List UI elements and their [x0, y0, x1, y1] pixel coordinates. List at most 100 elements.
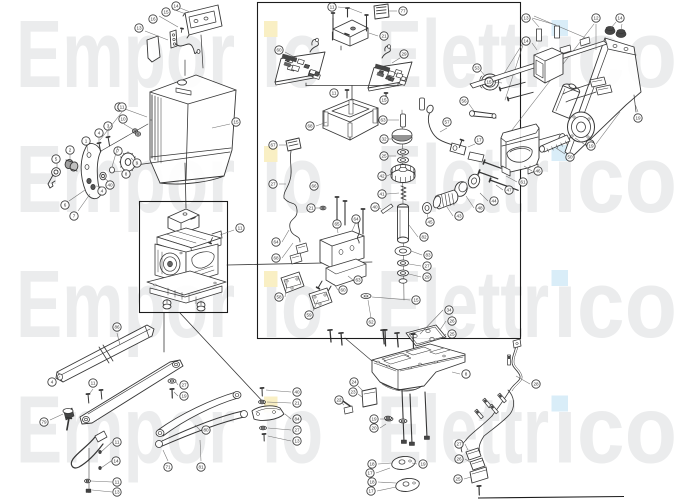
svg-text:11: 11 — [332, 91, 337, 96]
svg-text:6: 6 — [64, 203, 67, 208]
svg-text:48: 48 — [477, 206, 483, 211]
svg-text:11: 11 — [115, 440, 120, 445]
svg-text:11: 11 — [330, 5, 335, 10]
svg-text:27: 27 — [294, 428, 300, 433]
svg-text:86: 86 — [114, 325, 120, 330]
svg-text:15: 15 — [233, 120, 239, 125]
svg-text:3: 3 — [107, 124, 110, 129]
svg-text:32: 32 — [381, 137, 387, 142]
svg-text:46: 46 — [535, 169, 541, 174]
svg-text:57: 57 — [444, 120, 450, 125]
svg-text:80: 80 — [203, 428, 209, 433]
svg-text:21: 21 — [308, 206, 314, 211]
svg-text:25: 25 — [455, 477, 461, 482]
svg-text:59: 59 — [306, 313, 312, 318]
svg-text:13: 13 — [114, 490, 120, 495]
svg-text:11: 11 — [115, 480, 120, 485]
svg-text:26: 26 — [456, 457, 462, 462]
svg-text:27: 27 — [456, 442, 462, 447]
svg-text:82: 82 — [421, 235, 427, 240]
svg-text:61: 61 — [520, 180, 526, 185]
svg-text:50: 50 — [567, 155, 573, 160]
svg-text:42: 42 — [379, 174, 385, 179]
svg-text:18: 18 — [369, 480, 375, 485]
svg-text:66: 66 — [311, 184, 317, 189]
svg-text:21: 21 — [294, 401, 300, 406]
svg-text:40: 40 — [107, 183, 113, 188]
svg-text:60: 60 — [340, 288, 346, 293]
svg-text:14: 14 — [113, 459, 119, 464]
svg-text:25: 25 — [449, 332, 455, 337]
svg-text:26: 26 — [449, 319, 455, 324]
svg-text:43: 43 — [456, 214, 462, 219]
svg-text:25: 25 — [381, 154, 387, 159]
svg-text:63: 63 — [380, 118, 386, 123]
svg-text:22: 22 — [336, 398, 342, 403]
svg-text:20: 20 — [371, 426, 377, 431]
svg-text:9: 9 — [136, 161, 139, 166]
svg-text:68: 68 — [273, 256, 279, 261]
svg-text:53: 53 — [474, 66, 480, 71]
svg-text:60: 60 — [276, 48, 282, 53]
svg-text:4: 4 — [101, 189, 104, 194]
svg-text:15: 15 — [486, 80, 492, 85]
svg-text:40: 40 — [372, 205, 378, 210]
svg-text:7: 7 — [117, 149, 120, 154]
svg-text:56: 56 — [461, 99, 467, 104]
svg-text:ıco: ıco — [553, 377, 677, 484]
svg-text:8: 8 — [465, 372, 468, 377]
svg-text:14: 14 — [173, 4, 179, 9]
svg-text:19: 19 — [420, 462, 426, 467]
svg-text:45: 45 — [427, 220, 433, 225]
svg-text:17: 17 — [368, 489, 374, 494]
svg-text:29: 29 — [424, 275, 430, 280]
svg-text:64: 64 — [273, 240, 279, 245]
svg-text:14: 14 — [523, 39, 529, 44]
svg-text:77: 77 — [400, 9, 406, 14]
svg-text:68: 68 — [307, 124, 313, 129]
svg-text:15: 15 — [163, 10, 169, 15]
svg-text:14: 14 — [617, 16, 623, 21]
svg-text:23: 23 — [350, 390, 356, 395]
svg-text:ıco: ıco — [553, 251, 677, 358]
svg-text:27: 27 — [270, 182, 276, 187]
svg-text:62: 62 — [368, 320, 374, 325]
svg-text:27: 27 — [424, 264, 430, 269]
svg-text:5: 5 — [55, 157, 58, 162]
svg-text:10: 10 — [120, 117, 126, 122]
svg-text:17: 17 — [367, 471, 373, 476]
svg-text:19: 19 — [635, 116, 641, 121]
svg-text:19: 19 — [371, 417, 377, 422]
svg-text:41: 41 — [379, 192, 385, 197]
svg-text:15: 15 — [381, 98, 387, 103]
svg-text:24: 24 — [351, 380, 357, 385]
svg-text:4: 4 — [98, 131, 101, 136]
svg-text:13: 13 — [294, 439, 300, 444]
svg-text:71: 71 — [165, 465, 171, 470]
svg-text:1: 1 — [85, 139, 88, 144]
svg-text:81: 81 — [198, 465, 204, 470]
svg-text:Elettr: Elettr — [377, 251, 549, 358]
svg-text:34: 34 — [446, 308, 452, 313]
svg-text:58: 58 — [276, 295, 282, 300]
svg-text:12: 12 — [593, 16, 599, 21]
svg-text:2: 2 — [69, 148, 72, 153]
svg-text:84: 84 — [294, 417, 300, 422]
svg-text:11: 11 — [91, 381, 96, 386]
svg-text:4: 4 — [51, 380, 54, 385]
svg-text:63: 63 — [355, 278, 361, 283]
svg-text:40: 40 — [294, 390, 300, 395]
svg-text:21: 21 — [381, 34, 387, 39]
svg-text:27: 27 — [181, 383, 187, 388]
svg-text:17: 17 — [476, 138, 482, 143]
svg-text:13: 13 — [523, 16, 529, 21]
svg-text:83: 83 — [425, 253, 431, 258]
svg-text:13: 13 — [136, 26, 142, 31]
svg-text:65: 65 — [334, 222, 340, 227]
svg-text:7: 7 — [73, 214, 76, 219]
svg-text:8: 8 — [125, 172, 128, 177]
svg-text:19: 19 — [588, 144, 594, 149]
svg-text:28: 28 — [533, 382, 539, 387]
svg-text:67: 67 — [270, 143, 276, 148]
svg-text:29: 29 — [401, 52, 407, 57]
